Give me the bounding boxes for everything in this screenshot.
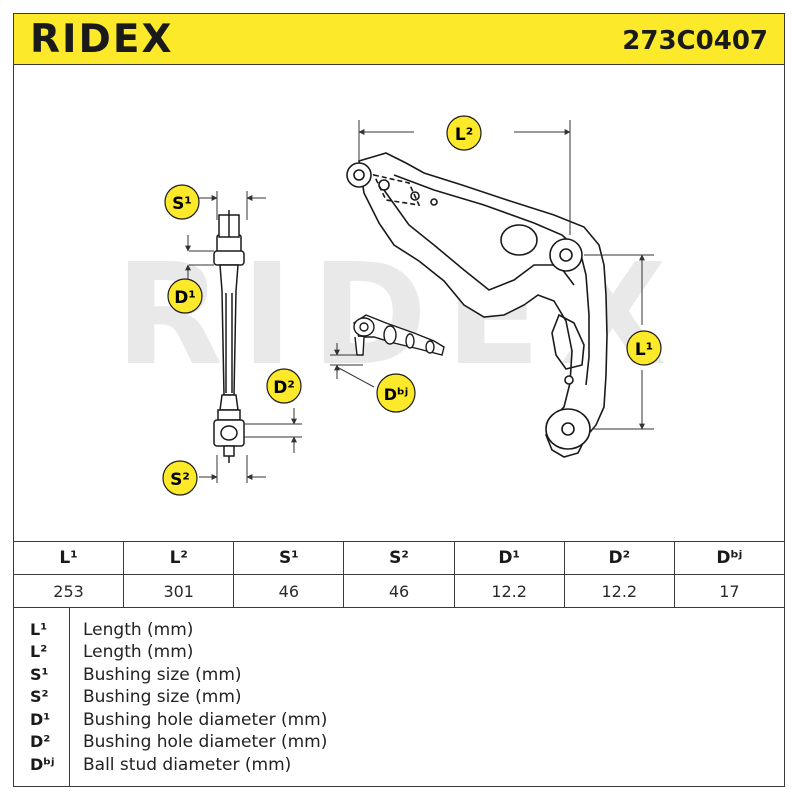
spec-header-d1: D¹ <box>453 541 565 575</box>
legend-row: L² Length (mm) <box>14 641 786 663</box>
spec-value-d2: 12.2 <box>563 574 675 608</box>
brand-logo: RIDEX <box>30 17 174 62</box>
legend-description: Bushing size (mm) <box>83 665 242 685</box>
legend-panel: L¹ Length (mm) L² Length (mm) S¹ Bushing… <box>13 607 785 787</box>
d2-dimension <box>244 408 302 453</box>
legend-description: Length (mm) <box>83 620 194 640</box>
spec-value-s2: 46 <box>343 574 455 608</box>
legend-row: D¹ Bushing hole diameter (mm) <box>14 709 786 731</box>
label-l1: L¹ <box>626 330 662 366</box>
diagram-area: RIDEX <box>13 65 785 541</box>
svg-text:Dᵇʲ: Dᵇʲ <box>384 385 408 404</box>
svg-text:S²: S² <box>170 470 190 490</box>
legend-row: D² Bushing hole diameter (mm) <box>14 731 786 753</box>
svg-text:L²: L² <box>455 125 473 145</box>
legend-row: L¹ Length (mm) <box>14 619 786 641</box>
label-bubbles: L² L¹ S¹ D¹ D² <box>162 115 662 496</box>
side-view-part <box>213 210 245 463</box>
spec-header-s2: S² <box>343 541 455 575</box>
legend-row: S² Bushing size (mm) <box>14 686 786 708</box>
spec-value-d1: 12.2 <box>453 574 565 608</box>
part-number: 273C0407 <box>622 26 768 56</box>
spec-value-dbj: 17 <box>673 574 786 608</box>
legend-symbol: L² <box>30 642 48 661</box>
label-dbj: Dᵇʲ <box>376 373 416 413</box>
control-arm-diagram: RIDEX <box>115 115 667 496</box>
legend-symbol: S¹ <box>30 665 49 684</box>
svg-text:L¹: L¹ <box>635 340 653 360</box>
header-bar: RIDEX 273C0407 <box>13 13 785 65</box>
spec-value-l1: 253 <box>12 574 125 608</box>
legend-symbol: S² <box>30 687 49 706</box>
legend-symbol: D² <box>30 732 51 751</box>
spec-value-l2: 301 <box>123 574 235 608</box>
spec-header-dbj: Dᵇʲ <box>673 541 786 575</box>
spec-header-l1: L¹ <box>12 541 125 575</box>
label-d1: D¹ <box>167 278 203 314</box>
legend-description: Length (mm) <box>83 642 194 662</box>
legend-divider <box>69 607 70 787</box>
s2-dimension <box>199 455 266 483</box>
label-l2: L² <box>446 115 482 151</box>
label-s1: S¹ <box>164 184 200 220</box>
spec-header-d2: D² <box>563 541 675 575</box>
legend-row: S¹ Bushing size (mm) <box>14 664 786 686</box>
control-arm <box>346 152 608 458</box>
label-s2: S² <box>162 460 198 496</box>
spec-header-l2: L² <box>123 541 235 575</box>
specs-header-row: L¹ L² S¹ S² D¹ D² Dᵇʲ <box>12 541 786 575</box>
legend-row: Dᵇʲ Ball stud diameter (mm) <box>14 754 786 776</box>
dbj-dimension <box>330 343 375 388</box>
specs-value-row: 253 301 46 46 12.2 12.2 17 <box>12 574 786 608</box>
specs-table: L¹ L² S¹ S² D¹ D² Dᵇʲ 253 301 46 46 12.2… <box>12 541 786 608</box>
legend-symbol: L¹ <box>30 620 48 639</box>
legend-description: Ball stud diameter (mm) <box>83 755 292 775</box>
l1-dimension <box>584 254 654 430</box>
ball-joint-detail <box>353 314 445 356</box>
legend-symbol: Dᵇʲ <box>30 755 55 774</box>
legend-symbol: D¹ <box>30 710 51 729</box>
svg-text:S¹: S¹ <box>172 194 192 214</box>
l2-dimension <box>358 120 571 235</box>
svg-text:D²: D² <box>273 378 295 398</box>
spec-value-s1: 46 <box>233 574 345 608</box>
s1-dimension <box>199 191 266 220</box>
svg-text:D¹: D¹ <box>174 288 196 308</box>
legend-description: Bushing size (mm) <box>83 687 242 707</box>
label-d2: D² <box>266 368 302 404</box>
legend-description: Bushing hole diameter (mm) <box>83 710 328 730</box>
legend-description: Bushing hole diameter (mm) <box>83 732 328 752</box>
spec-header-s1: S¹ <box>233 541 345 575</box>
